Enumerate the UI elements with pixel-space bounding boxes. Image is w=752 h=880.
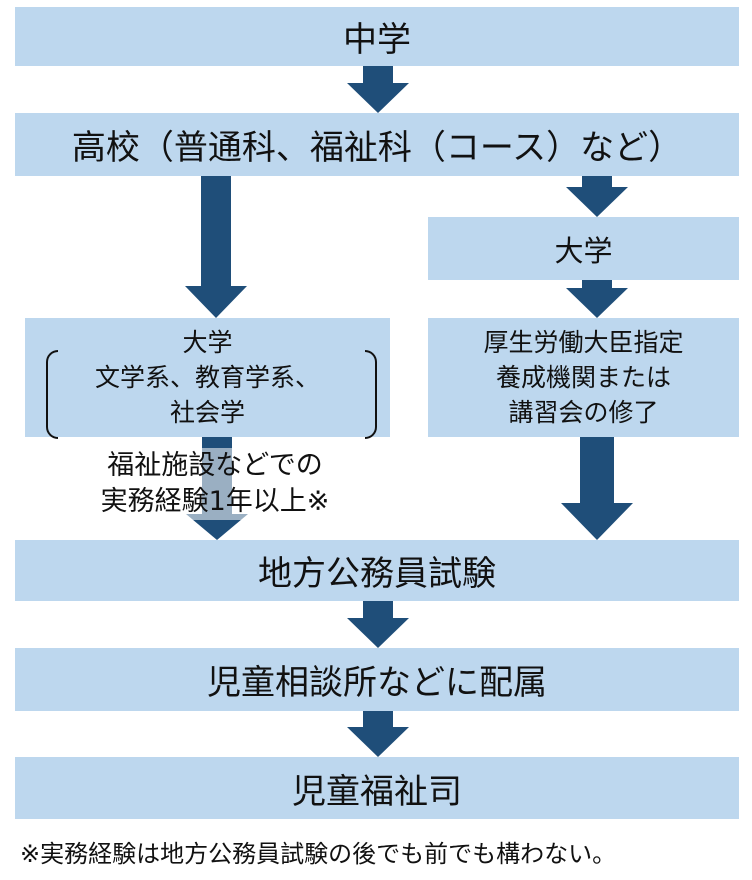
work-experience-line2: 実務経験1年以上※ [60,484,370,520]
arrow-assignment-to-child-welfare-officer [347,711,409,757]
arrow-high-school-to-university-right [566,176,628,217]
bracket-open [46,350,58,439]
node-assignment-label: 児童相談所などに配属 [207,663,547,703]
node-child-welfare-officer-label: 児童福祉司 [292,771,462,812]
node-civil-service-exam-label: 地方公務員試験 [258,554,496,594]
work-experience-line1: 福祉施設などでの [60,448,370,484]
node-designated-training-line3: 講習会の修了 [508,398,659,427]
node-university-right-label: 大学 [554,233,613,268]
arrow-junior-high-to-high-school [347,66,409,113]
node-university-right: 大学 [428,217,739,280]
node-designated-training: 厚生労働大臣指定 養成機関または 講習会の修了 [428,318,739,437]
node-junior-high: 中学 [15,7,739,66]
node-high-school: 高校（普通科、福祉科（コース）など） [15,113,739,176]
node-designated-training-line1: 厚生労働大臣指定 [483,328,684,357]
node-university-left-title: 大学 [182,328,233,357]
arrow-exam-to-assignment [347,601,409,648]
arrow-designated-training-to-exam [561,437,633,540]
node-civil-service-exam: 地方公務員試験 [15,540,739,601]
node-high-school-label: 高校（普通科、福祉科（コース）など） [71,128,683,168]
bracket-close [365,350,377,439]
arrow-high-school-to-university-left [185,176,247,318]
arrow-university-right-to-designated-training [566,280,628,318]
node-junior-high-label: 中学 [343,20,411,60]
node-university-left-line2: 社会学 [169,398,245,427]
node-designated-training-line2: 養成機関または [495,363,671,392]
node-university-left: 大学 文学系、教育学系、 社会学 [25,318,390,437]
node-university-left-line1: 文学系、教育学系、 [94,363,320,392]
node-assignment: 児童相談所などに配属 [15,648,739,711]
footnote: ※実務経験は地方公務員試験の後でも前でも構わない。 [20,840,617,868]
work-experience-note: 福祉施設などでの 実務経験1年以上※ [60,448,370,520]
node-child-welfare-officer: 児童福祉司 [15,757,739,819]
